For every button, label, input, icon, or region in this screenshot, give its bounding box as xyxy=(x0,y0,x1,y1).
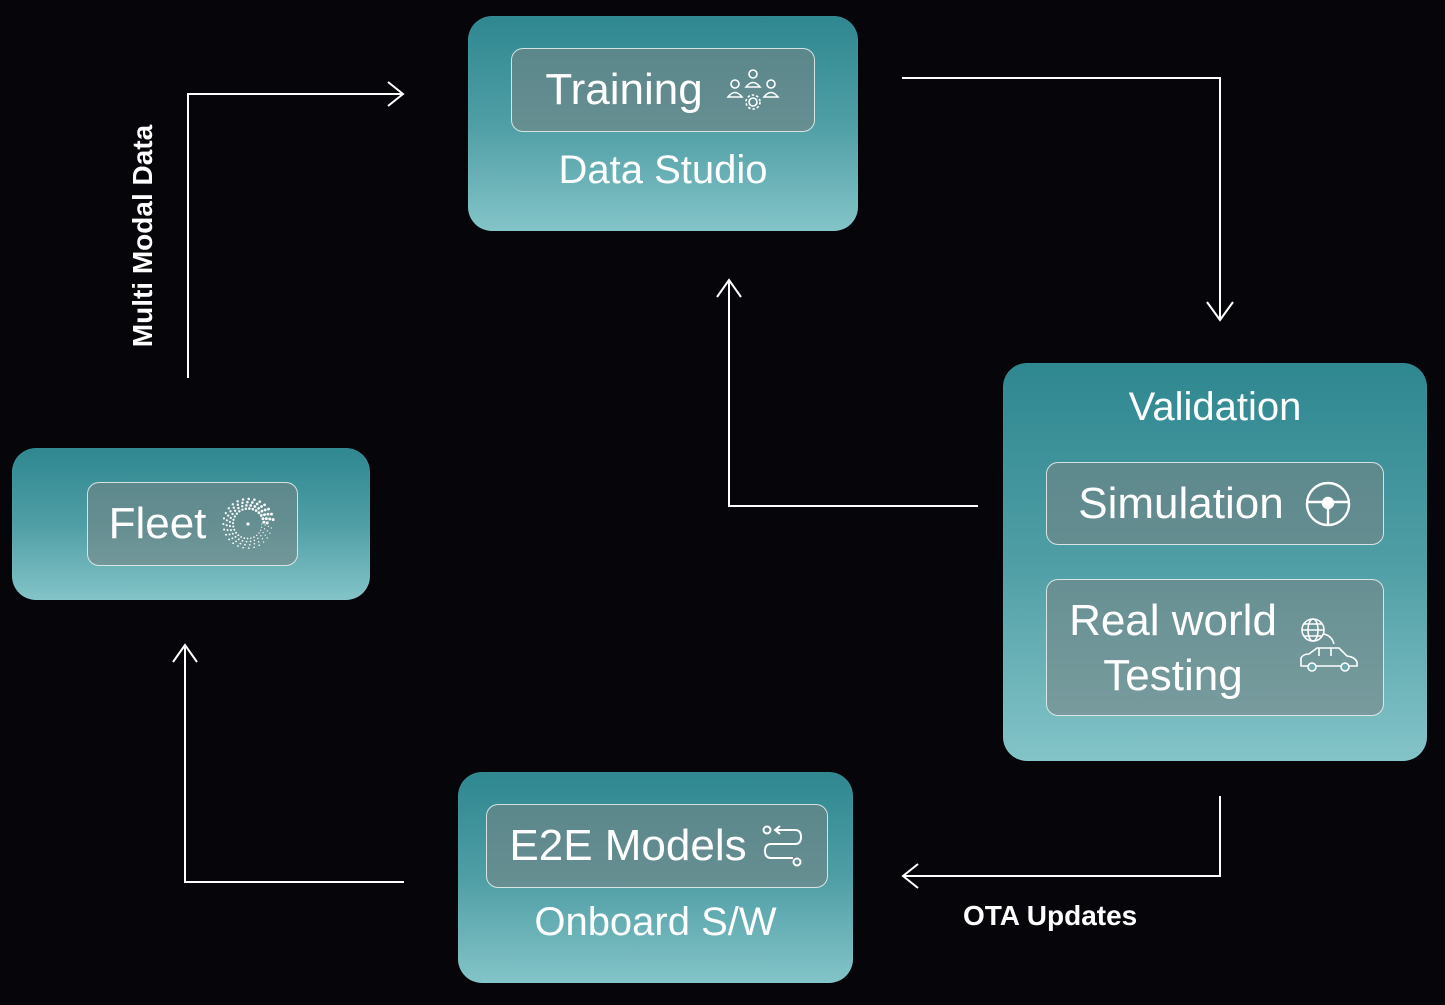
route-icon xyxy=(761,824,805,868)
training-chip[interactable]: Training xyxy=(511,48,815,132)
validation-title: Validation xyxy=(1128,385,1302,429)
e2e-models-label: E2E Models xyxy=(509,821,747,870)
edge-validation-to-onboard xyxy=(903,796,1221,877)
people-gear-icon xyxy=(725,68,781,112)
simulation-label: Simulation xyxy=(1078,478,1284,528)
onboard-caption: Onboard S/W xyxy=(534,900,777,944)
onboard-node[interactable]: E2E Models Onboard S/W xyxy=(458,772,853,983)
arrowhead-to-training-bottom xyxy=(716,278,742,298)
arrowhead-to-fleet xyxy=(172,643,198,663)
real-world-label-line2: Testing xyxy=(1103,650,1243,700)
e2e-models-chip[interactable]: E2E Models xyxy=(486,804,828,888)
simulation-chip[interactable]: Simulation xyxy=(1046,462,1384,545)
dotted-spiral-icon xyxy=(220,496,276,552)
arrowhead-to-onboard xyxy=(901,863,919,889)
steering-wheel-icon xyxy=(1304,480,1352,528)
training-node[interactable]: Training Data Studio xyxy=(468,16,858,231)
fleet-chip[interactable]: Fleet xyxy=(87,482,298,566)
edge-training-to-validation xyxy=(902,77,1221,318)
edge-validation-to-training xyxy=(728,280,978,507)
training-label: Training xyxy=(545,65,703,114)
real-world-label-line1: Real world xyxy=(1069,595,1277,645)
ota-updates-label: OTA Updates xyxy=(963,900,1138,931)
arrowhead-to-validation xyxy=(1206,301,1234,322)
multi-modal-data-label: Multi Modal Data xyxy=(127,124,158,348)
data-studio-caption: Data Studio xyxy=(558,148,768,192)
fleet-label: Fleet xyxy=(108,499,207,548)
edge-onboard-to-fleet xyxy=(184,645,404,883)
fleet-node[interactable]: Fleet xyxy=(12,448,370,600)
real-world-testing-chip[interactable]: Real world Testing xyxy=(1046,579,1384,716)
validation-node[interactable]: Validation Simulation Real world Testing xyxy=(1003,363,1427,761)
arrowhead-to-training xyxy=(387,81,405,107)
car-globe-icon xyxy=(1297,616,1361,680)
edge-fleet-to-training xyxy=(187,93,402,378)
